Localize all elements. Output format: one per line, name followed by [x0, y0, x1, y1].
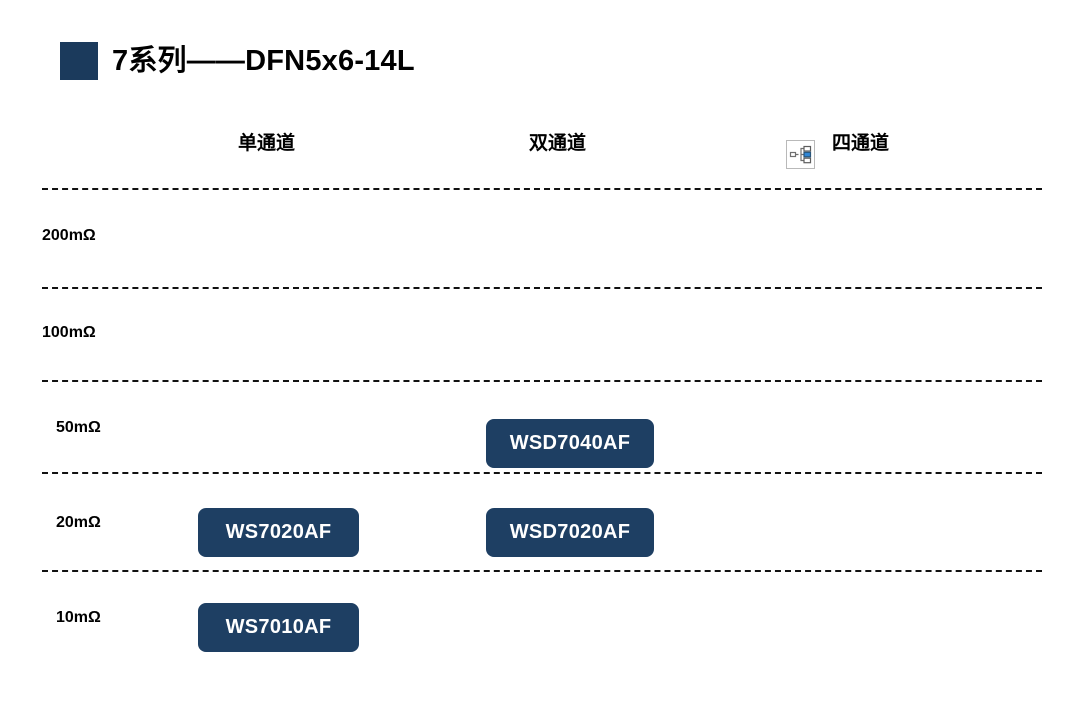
row-label-100mohm: 100mΩ [42, 324, 96, 341]
row-label-200mohm: 200mΩ [42, 227, 96, 244]
product-chip-ws7020af[interactable]: WS7020AF [198, 508, 359, 557]
title-bullet-square [60, 42, 98, 80]
row-divider [42, 287, 1042, 289]
column-header-quad-channel: 四通道 [832, 133, 890, 154]
broken-image-icon [786, 140, 815, 169]
row-label-50mohm: 50mΩ [56, 419, 101, 436]
product-chip-wsd7020af[interactable]: WSD7020AF [486, 508, 654, 557]
page-title: 7系列——DFN5x6-14L [60, 40, 415, 82]
row-divider [42, 472, 1042, 474]
row-divider [42, 570, 1042, 572]
product-chip-wsd7040af[interactable]: WSD7040AF [486, 419, 654, 468]
row-divider [42, 188, 1042, 190]
page-title-text: 7系列——DFN5x6-14L [112, 44, 415, 77]
row-label-20mohm: 20mΩ [56, 514, 101, 531]
column-header-dual-channel: 双通道 [529, 133, 587, 154]
row-divider [42, 380, 1042, 382]
column-header-single-channel: 单通道 [238, 133, 296, 154]
row-label-10mohm: 10mΩ [56, 609, 101, 626]
product-chip-ws7010af[interactable]: WS7010AF [198, 603, 359, 652]
